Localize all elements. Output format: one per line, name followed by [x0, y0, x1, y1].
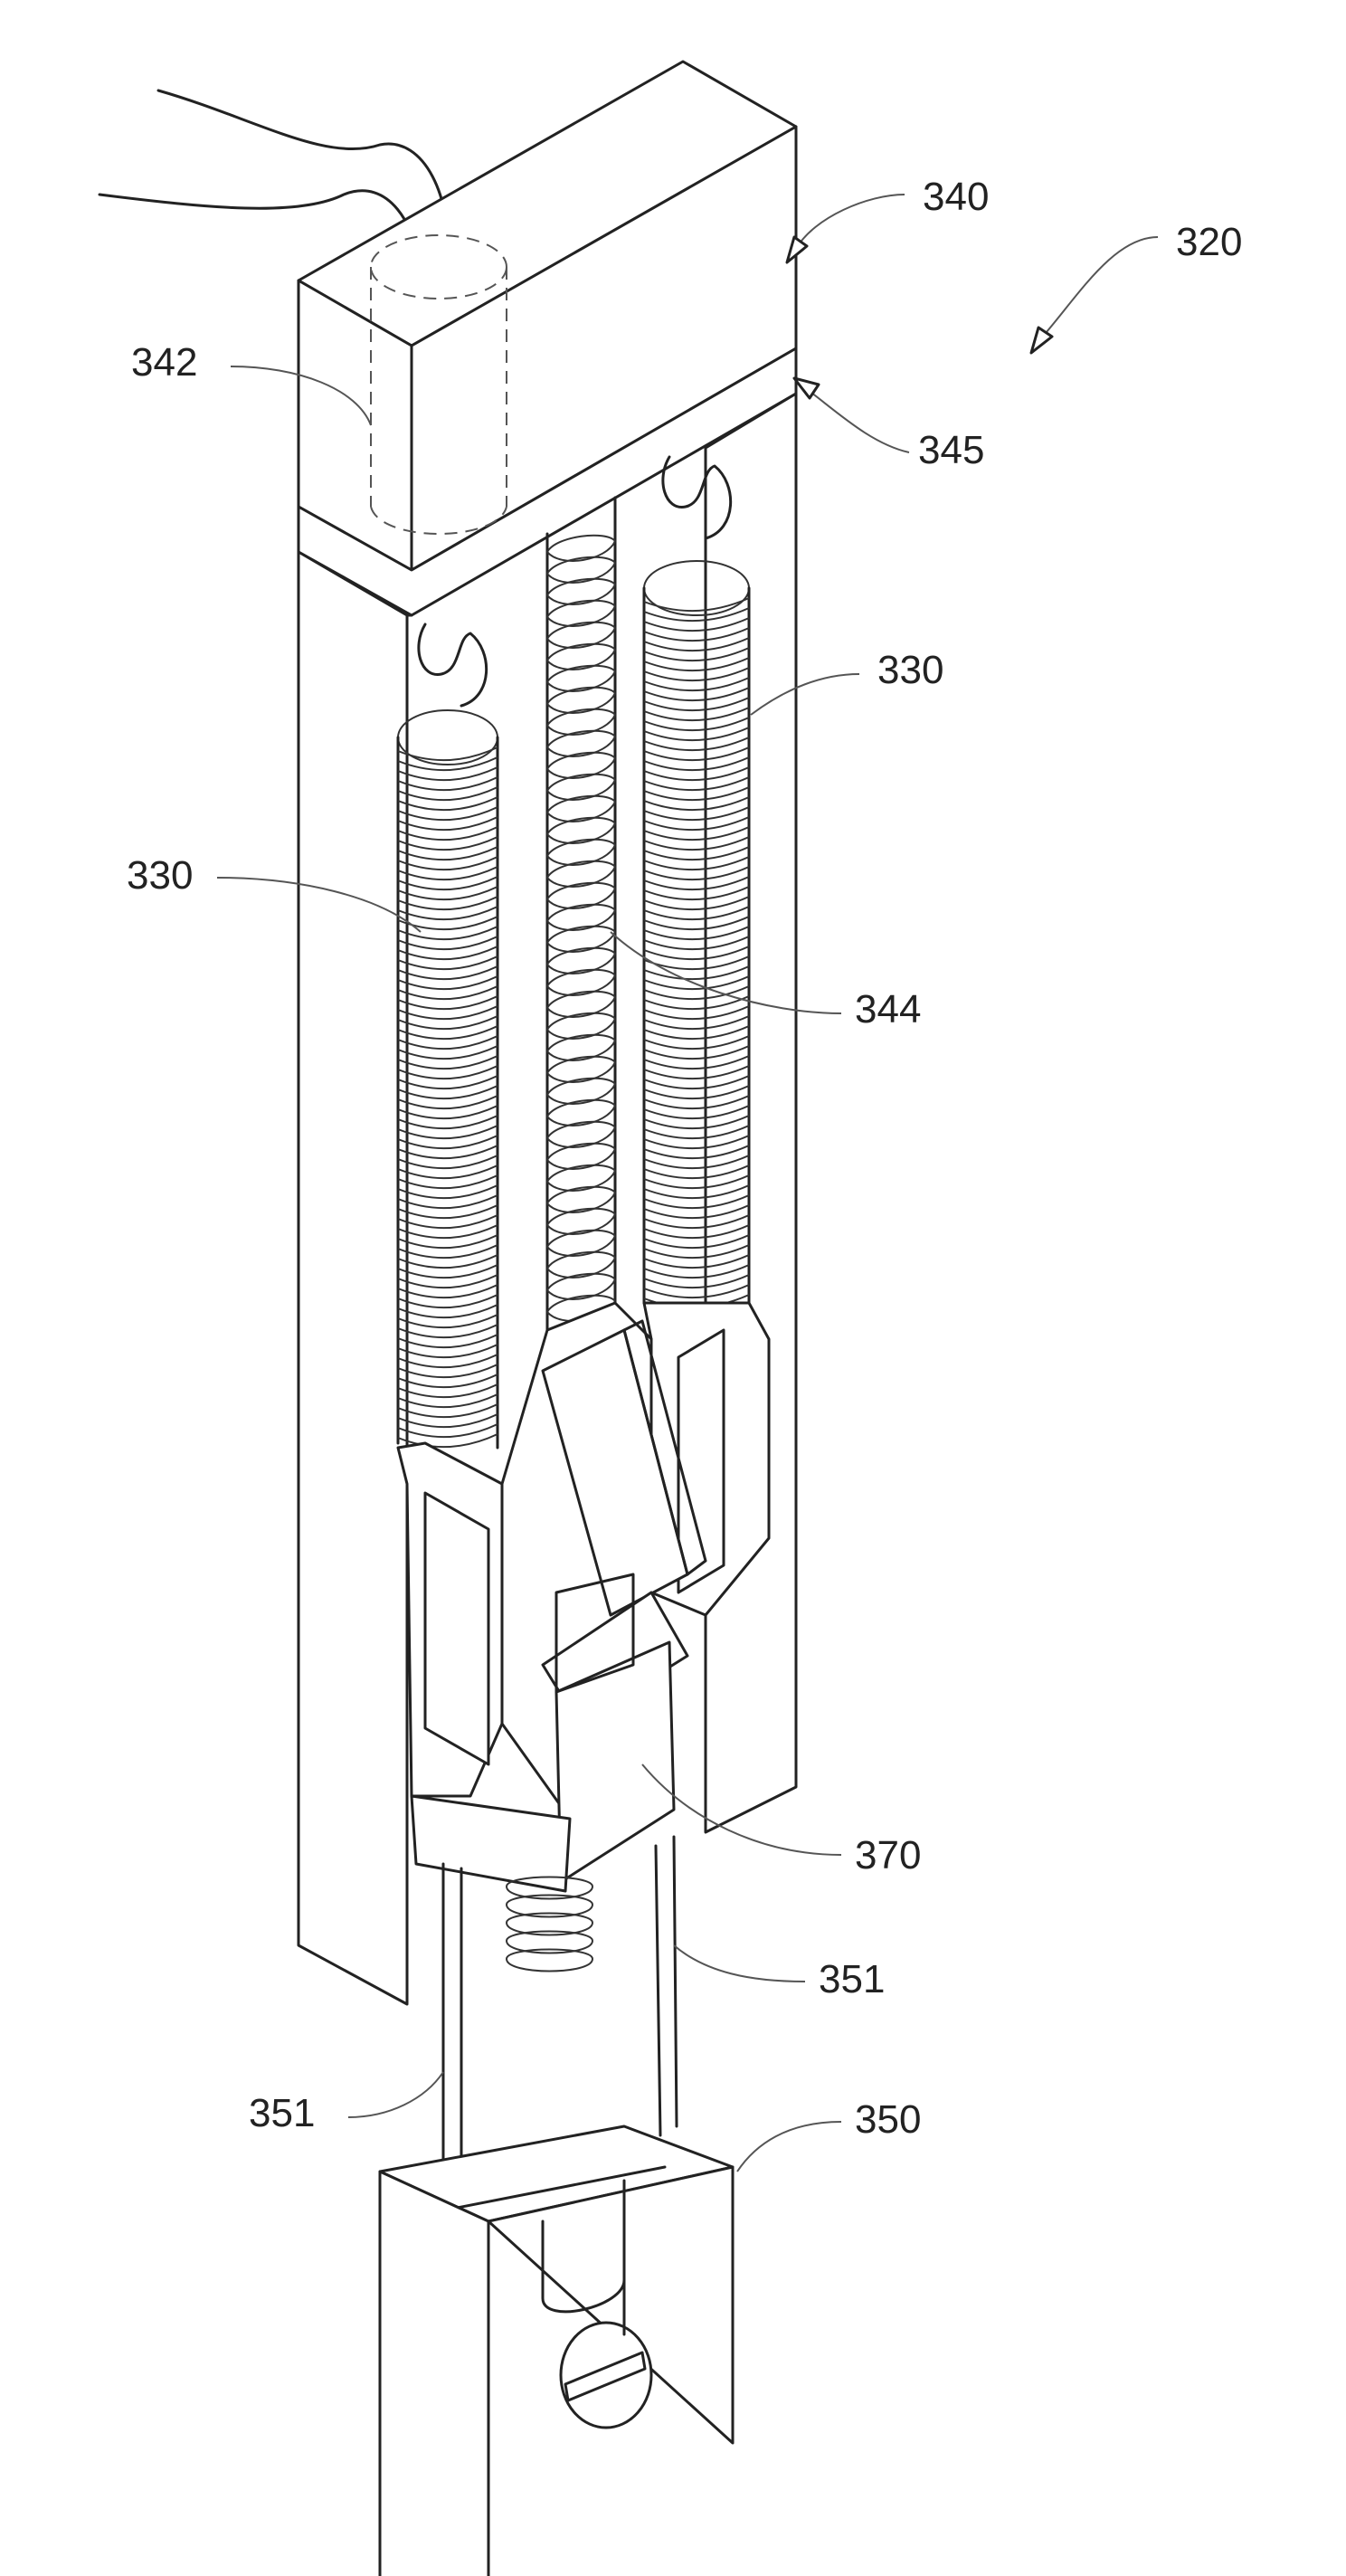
lead-screw-344 — [547, 498, 615, 1330]
label-340: 340 — [923, 175, 989, 219]
label-345: 345 — [918, 428, 984, 472]
coil-turn — [398, 747, 498, 760]
label-320: 320 — [1176, 220, 1242, 264]
label-370: 370 — [855, 1833, 921, 1877]
spring-330-left — [398, 624, 502, 1796]
bracket-350 — [380, 2126, 733, 2576]
label-351-right: 351 — [819, 1957, 885, 2001]
coil-turn — [547, 536, 615, 552]
label-330-left: 330 — [127, 853, 193, 898]
label-351-left: 351 — [249, 2091, 315, 2135]
label-350: 350 — [855, 2097, 921, 2142]
label-330-right: 330 — [877, 648, 943, 692]
label-344: 344 — [855, 987, 921, 1031]
screw-tail — [507, 1877, 592, 1972]
label-342: 342 — [131, 340, 197, 385]
